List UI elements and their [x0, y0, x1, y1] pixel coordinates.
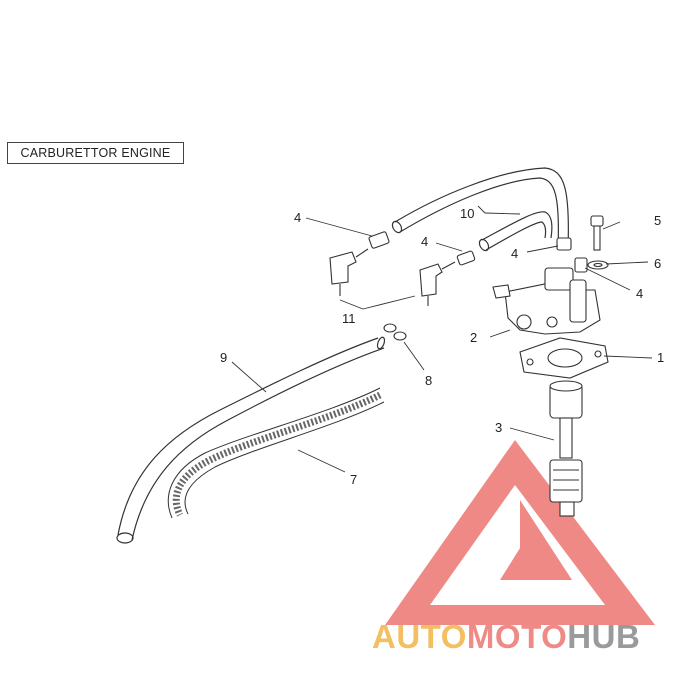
- watermark-part-auto: AUTO: [372, 618, 467, 655]
- callout-6: 6: [654, 256, 661, 271]
- callout-8: 8: [425, 373, 432, 388]
- hose-9: [116, 336, 386, 544]
- screw-and-washer: [587, 215, 609, 270]
- elbow-caps-11: [329, 248, 456, 306]
- callout-3: 3: [495, 420, 502, 435]
- callout-4b: 4: [421, 234, 428, 249]
- watermark-brand: AUTO MOTO HUB: [372, 617, 640, 657]
- callout-7: 7: [350, 472, 357, 487]
- filter-tap-3: [549, 380, 583, 517]
- diagram-title: CARBURETTOR ENGINE: [20, 146, 171, 160]
- watermark-part-moto: MOTO: [466, 618, 568, 655]
- connector-parts-4: [368, 231, 588, 273]
- callout-4d: 4: [636, 286, 643, 301]
- watermark-part-hub: HUB: [567, 618, 641, 655]
- fuel-tap-body-2: [492, 267, 601, 335]
- callout-11: 11: [342, 311, 356, 326]
- leader-lines: [231, 205, 653, 473]
- callout-2: 2: [470, 330, 477, 345]
- callout-1: 1: [657, 350, 664, 365]
- watermark-logo-icon: [385, 440, 655, 625]
- callout-4c: 4: [511, 246, 518, 261]
- callout-4a: 4: [294, 210, 301, 225]
- corrugated-hose-7: [167, 387, 385, 519]
- callout-10: 10: [460, 206, 474, 221]
- callout-5: 5: [654, 213, 661, 228]
- fuel-hose-10: [391, 167, 569, 252]
- callout-9: 9: [220, 350, 227, 365]
- gasket-1: [519, 337, 609, 379]
- clip-8: [383, 323, 407, 341]
- diagram-title-box: CARBURETTOR ENGINE: [7, 142, 184, 164]
